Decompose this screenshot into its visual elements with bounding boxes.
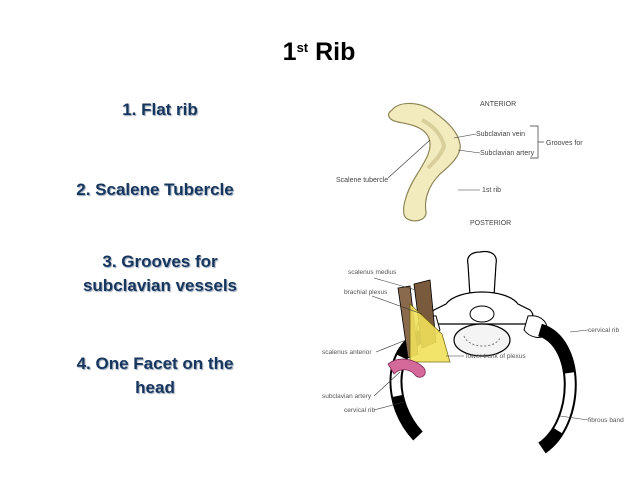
- label-subclavian-artery-2: subclavian artery: [322, 393, 372, 400]
- label-fibrous-band: fibrous band: [588, 417, 624, 424]
- label-scalenus-medius: scalenus medius: [348, 269, 397, 276]
- first-rib-bone: [388, 102, 461, 222]
- label-cervical-rib-right: cervical rib: [588, 327, 619, 334]
- rib-groove-shading: [421, 118, 447, 170]
- label-brachial-plexus: brachial plexus: [344, 289, 388, 296]
- vertebra-spinous-process: [467, 250, 497, 297]
- label-posterior: POSTERIOR: [470, 220, 511, 227]
- point-scalene-tubercle: 2. Scalene Tubercle: [76, 180, 234, 199]
- label-scalene-tubercle: Scalene tubercle: [336, 177, 388, 184]
- label-cervical-rib-left: cervical rib: [344, 407, 375, 414]
- label-1st-rib: 1st rib: [482, 187, 501, 194]
- label-grooves-for: Grooves for: [546, 140, 583, 147]
- vertebral-foramen: [469, 305, 495, 323]
- first-rib-figure: ANTERIOR Subclavian vein Subclavian arte…: [336, 101, 583, 227]
- label-subclavian-artery: Subclavian artery: [480, 150, 535, 157]
- point-facet-line1: 4. One Facet on the: [76, 354, 234, 373]
- cervical-rib-figure: scalenus medius brachial plexus scalenus…: [322, 250, 624, 454]
- label-scalenus-anterior: scalenus anterior: [322, 349, 372, 356]
- brachial-plexus: [409, 303, 451, 363]
- slide-title: 1st Rib: [0, 38, 638, 67]
- title-rest: Rib: [308, 38, 356, 66]
- point-facet-line2: head: [135, 378, 175, 397]
- subclavian-artery: [387, 358, 426, 378]
- label-lower-trunk: lower trunk of plexus: [466, 353, 526, 360]
- point-grooves-line1: 3. Grooves for: [102, 252, 218, 271]
- point-grooves-line2: subclavian vessels: [82, 276, 238, 295]
- label-subclavian-vein: Subclavian vein: [476, 131, 525, 138]
- title-superscript: st: [296, 40, 309, 55]
- vertebral-body: [453, 323, 511, 357]
- point-flat-rib: 1. Flat rib: [122, 100, 198, 119]
- title-number: 1: [282, 38, 297, 66]
- label-anterior: ANTERIOR: [480, 101, 516, 108]
